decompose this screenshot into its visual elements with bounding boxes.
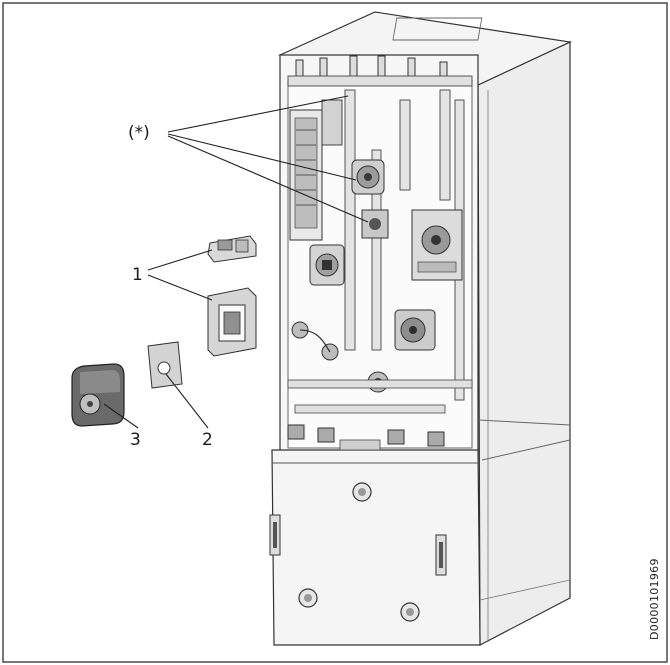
callout-2: 2: [202, 430, 213, 450]
callout-3: 3: [130, 430, 141, 450]
accessory-bracket: [207, 287, 257, 357]
reference-code: D0000101969: [648, 558, 661, 640]
accessory-connector: [207, 235, 257, 263]
leader-lines: [103, 95, 369, 429]
accessory-plate: [147, 341, 183, 389]
callout-star: (*): [128, 123, 150, 143]
callout-1: 1: [132, 265, 143, 285]
accessory-room-controller: [71, 363, 125, 427]
internal-components: [287, 89, 473, 451]
top-pipe-connections: [287, 55, 473, 87]
